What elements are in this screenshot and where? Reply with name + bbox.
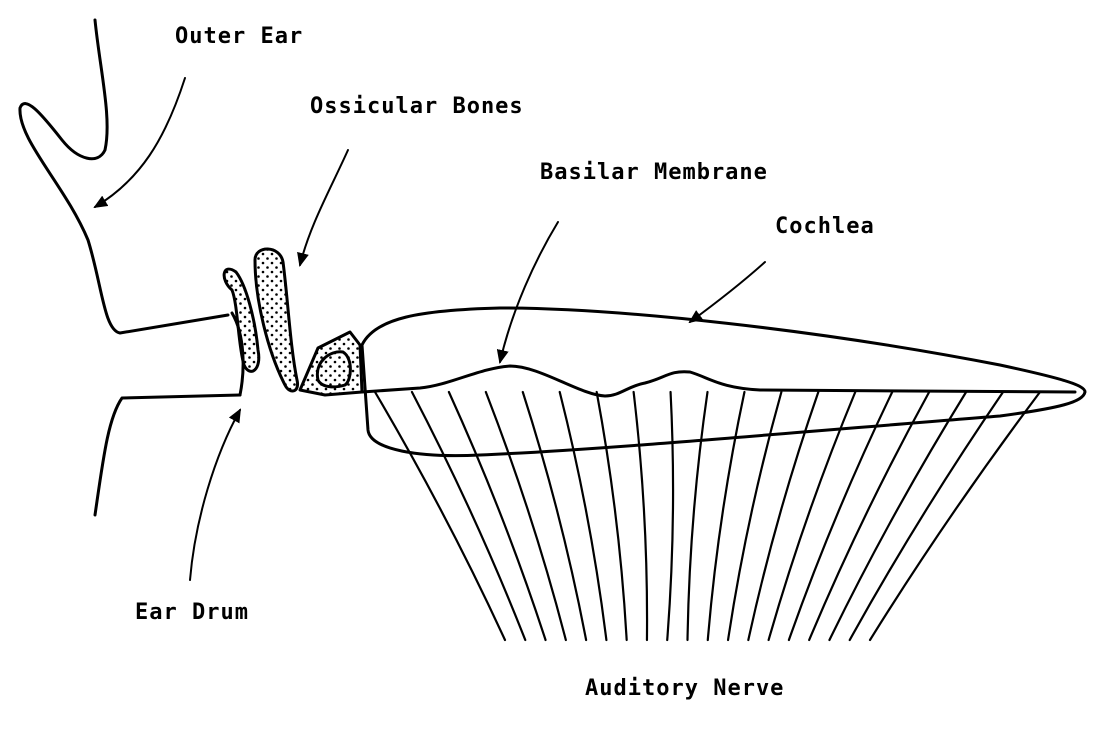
nerve-fiber — [688, 392, 708, 640]
basilar-membrane — [362, 366, 1075, 396]
nerve-fiber — [486, 392, 566, 640]
nerve-fiber — [850, 392, 1003, 640]
cochlea-arrow — [690, 262, 765, 322]
cochlea-outline — [362, 308, 1085, 456]
ossicle-incus — [255, 249, 298, 391]
label-ear-drum: Ear Drum — [135, 600, 249, 625]
ossicular-bones-arrow — [300, 150, 348, 265]
nerve-fiber — [375, 392, 505, 640]
ossicle-malleus — [224, 269, 259, 371]
nerve-fiber — [634, 392, 647, 640]
label-auditory-nerve: Auditory Nerve — [585, 676, 784, 701]
outer-ear-arrow — [95, 78, 185, 207]
nerve-fiber — [560, 392, 607, 640]
label-ossicular-bones: Ossicular Bones — [310, 94, 524, 119]
auditory-nerve-fibers — [375, 392, 1040, 640]
label-cochlea: Cochlea — [775, 214, 875, 239]
nerve-fiber — [412, 392, 525, 640]
label-basilar-membrane: Basilar Membrane — [540, 160, 768, 185]
ear-drum-arrow — [190, 410, 240, 580]
basilar-membrane-arrow — [500, 222, 558, 362]
nerve-fiber — [870, 392, 1040, 640]
nerve-fiber — [667, 392, 673, 640]
nerve-fiber — [449, 392, 546, 640]
label-outer-ear: Outer Ear — [175, 24, 303, 49]
nerve-fiber — [708, 392, 745, 640]
outer-ear-outline — [20, 20, 228, 333]
